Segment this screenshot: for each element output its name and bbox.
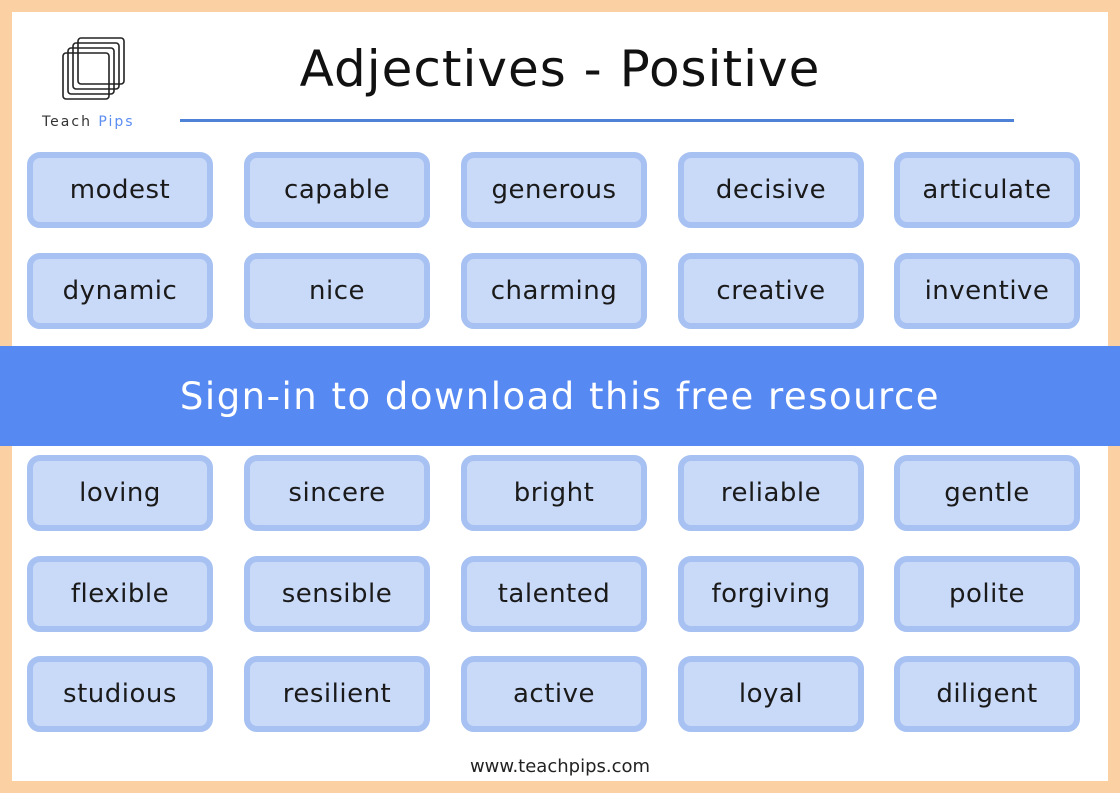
word-card: inventive	[894, 253, 1080, 329]
word-card: active	[461, 656, 647, 732]
word-card: capable	[244, 152, 430, 228]
word-card: decisive	[678, 152, 864, 228]
word-card: talented	[461, 556, 647, 632]
word-card: generous	[461, 152, 647, 228]
logo-word-teach: Teach	[42, 114, 92, 130]
word-card: studious	[27, 656, 213, 732]
title-underline	[180, 119, 1014, 122]
footer-url[interactable]: www.teachpips.com	[469, 756, 651, 777]
word-card: nice	[244, 253, 430, 329]
word-card: charming	[461, 253, 647, 329]
teachpips-logo[interactable]: Teach Pips	[42, 34, 152, 134]
word-card: polite	[894, 556, 1080, 632]
word-card: modest	[27, 152, 213, 228]
word-card: articulate	[894, 152, 1080, 228]
word-card: reliable	[678, 455, 864, 531]
logo-text: Teach Pips	[42, 114, 152, 130]
sign-in-banner[interactable]: Sign-in to download this free resource	[0, 346, 1120, 446]
word-card: sensible	[244, 556, 430, 632]
word-card: gentle	[894, 455, 1080, 531]
stacked-squares-icon	[62, 37, 125, 100]
word-card: resilient	[244, 656, 430, 732]
word-card: loving	[27, 455, 213, 531]
word-card: forgiving	[678, 556, 864, 632]
word-card: diligent	[894, 656, 1080, 732]
worksheet-page: Teach Pips Adjectives - Positive modest …	[0, 12, 1120, 781]
word-card: creative	[678, 253, 864, 329]
word-card: flexible	[27, 556, 213, 632]
word-card: loyal	[678, 656, 864, 732]
word-card: bright	[461, 455, 647, 531]
page-title: Adjectives - Positive	[299, 40, 821, 98]
word-card: dynamic	[27, 253, 213, 329]
logo-word-pips: Pips	[98, 114, 135, 130]
word-card: sincere	[244, 455, 430, 531]
